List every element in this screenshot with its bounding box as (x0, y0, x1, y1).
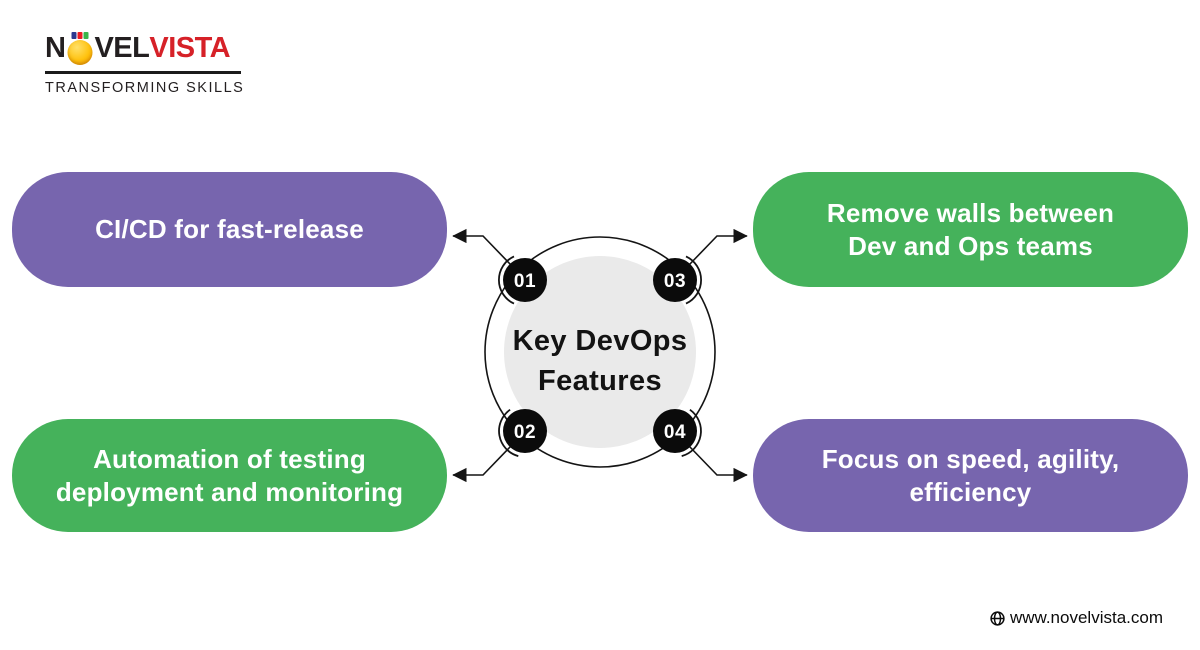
badge-number-04: 04 (664, 422, 686, 443)
logo-text-suffix: VISTA (149, 32, 231, 64)
badge-circle-02 (503, 409, 547, 453)
badge-circle-04 (653, 409, 697, 453)
badge-arc-02 (498, 408, 519, 457)
feature-box-line: efficiency (909, 476, 1032, 507)
medal-ribbon (71, 32, 89, 39)
novelvista-logo: N VEL VISTA TRANSFORMING SKILLS (45, 32, 244, 96)
badge-circle-01 (503, 258, 547, 302)
feature-box-line: Remove walls between (826, 197, 1115, 228)
feature-box-line: Dev and Ops teams (848, 230, 1093, 261)
center-title-line1: Key DevOps (513, 325, 688, 357)
feature-box-line: deployment and monitoring (55, 476, 404, 507)
logo-tagline: TRANSFORMING SKILLS (45, 80, 245, 96)
feature-box-line: Automation of testing (93, 443, 366, 474)
globe-icon (990, 610, 1005, 626)
feature-box-02-automation: Automation of testing deployment and mon… (12, 419, 447, 532)
logo-text-prefix: N (45, 32, 66, 64)
badge-number-03: 03 (664, 271, 686, 292)
feature-box-04-focus-speed: Focus on speed, agility, efficiency (753, 419, 1188, 532)
logo-text-mid: VEL (94, 32, 150, 64)
logo-divider (45, 71, 241, 74)
badge-arc-03 (685, 255, 702, 305)
center-title-line2: Features (538, 365, 662, 397)
badge-arc-01 (498, 255, 515, 305)
medal-coin (67, 40, 93, 65)
feature-box-line: Focus on speed, agility, (821, 443, 1120, 474)
connector-arrow-01 (452, 228, 512, 266)
connector-arrow-03 (688, 228, 748, 266)
connector-arrow-04 (688, 445, 748, 483)
feature-box-01-cicd: CI/CD for fast-release (12, 172, 447, 287)
inner-circle (504, 256, 696, 448)
feature-box-03-remove-walls: Remove walls between Dev and Ops teams (753, 172, 1188, 287)
badge-number-01: 01 (514, 271, 536, 292)
badge-circle-03 (653, 258, 697, 302)
feature-box-line: CI/CD for fast-release (95, 214, 364, 244)
badge-arc-04 (681, 408, 702, 457)
footer-website: www.novelvista.com (1009, 608, 1163, 627)
badge-number-02: 02 (514, 422, 536, 443)
logo-wordmark: N VEL VISTA (45, 32, 244, 65)
medal-icon (66, 32, 93, 65)
footer: www.novelvista.com (990, 608, 1163, 628)
connector-arrow-02 (452, 445, 512, 483)
